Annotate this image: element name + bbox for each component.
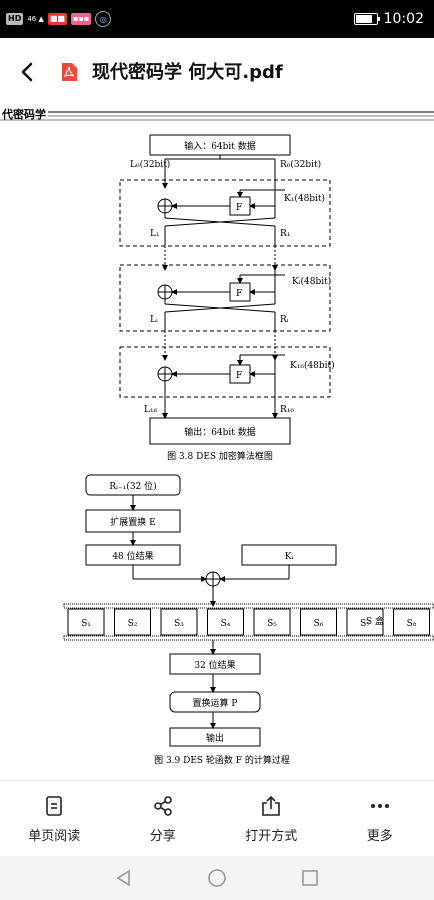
- output-box: [149, 417, 291, 445]
- expansion-label: 扩展置换 E: [110, 516, 155, 528]
- f-output-box: [169, 727, 261, 747]
- recents-square-icon[interactable]: [300, 868, 320, 888]
- fig38-caption: 图 3.8 DES 加密算法框图: [167, 450, 273, 462]
- r16-label: R₁₆: [280, 405, 294, 415]
- pdf-page-view[interactable]: 代密码学: [0, 104, 434, 780]
- hd-badge: HD: [6, 13, 24, 25]
- sbox-7-label: S₇: [360, 619, 370, 629]
- single-page-button[interactable]: 单页阅读: [0, 781, 109, 857]
- sbox-row: S₁ S₂ S₃ S₄ S₅ S₆ S₇ S₈: [63, 603, 434, 641]
- li-label: Lᵢ: [150, 315, 158, 325]
- open-with-label: 打开方式: [245, 829, 298, 844]
- sbox-7: [346, 608, 384, 636]
- running-header-text: 代密码学: [2, 108, 46, 121]
- l0-label: L₀(32bit): [130, 159, 170, 170]
- system-nav-bar: [0, 856, 434, 900]
- perm-box: [169, 691, 261, 713]
- share-icon: [153, 796, 172, 816]
- r0-label: R₀(32bit): [280, 159, 321, 170]
- battery-fill: [355, 15, 372, 23]
- sbox-input-bus: [63, 603, 434, 609]
- sbox-5-label: S₅: [267, 619, 277, 629]
- back-arrow-icon[interactable]: [16, 60, 40, 84]
- sbox-label: S 盒: [366, 615, 384, 627]
- sbox-5: [253, 608, 291, 636]
- r1-label: R₁: [280, 229, 290, 239]
- status-left: HD 46 ▲ ■■ ▪▪▪ ◎: [6, 11, 112, 27]
- single-page-label: 单页阅读: [28, 829, 81, 844]
- l16-label: L₁₆: [144, 405, 158, 415]
- k16-label: K₁₆(48bit): [290, 360, 335, 371]
- output-label: 输出：64bit 数据: [184, 426, 256, 438]
- sbox-output-bus: [63, 635, 434, 641]
- bits48-label: 48 位结果: [112, 550, 153, 562]
- bits32-box: [169, 653, 261, 675]
- back-triangle-icon[interactable]: [114, 868, 134, 888]
- fig39-caption: 图 3.9 DES 轮函数 F 的计算过程: [154, 754, 290, 766]
- ki-f-label: Kᵢ: [285, 552, 294, 562]
- bits32-label: 32 位结果: [194, 659, 235, 671]
- more-icon: [370, 804, 389, 808]
- battery-icon: [353, 13, 380, 25]
- status-bar: HD 46 ▲ ■■ ▪▪▪ ◎ 10:02: [0, 0, 434, 38]
- sbox-1: [67, 608, 105, 636]
- status-right: 10:02: [353, 11, 424, 27]
- sbox-6: [300, 608, 337, 636]
- sbox-3: [160, 608, 198, 636]
- open-with-button[interactable]: 打开方式: [217, 781, 326, 857]
- fi-label: F: [236, 289, 242, 299]
- input-label: 输入：64bit 数据: [184, 140, 256, 152]
- ki-label: Kᵢ(48bit): [292, 276, 331, 287]
- running-header: 代密码学: [0, 104, 434, 122]
- sbox-4: [207, 608, 244, 636]
- share-label: 分享: [149, 829, 176, 844]
- k1-label: K₁(48bit): [284, 193, 325, 204]
- ri-1-label: Rᵢ₋₁(32 位): [109, 480, 156, 492]
- sbox-2: [114, 608, 151, 636]
- app-notification-icon-2: ▪▪▪: [70, 13, 92, 25]
- sbox-2-label: S₂: [128, 619, 138, 629]
- browser-notification-icon: ◎: [95, 11, 112, 27]
- share-button[interactable]: 分享: [109, 781, 218, 857]
- des-figures: S₁ S₂ S₃ S₄ S₅ S₆ S₇ S₈ 输入：64bit 数据 L₀(32bit) R…: [63, 134, 434, 766]
- home-circle-icon[interactable]: [207, 868, 227, 888]
- l1-label: L₁: [150, 229, 160, 239]
- sbox-3-label: S₃: [174, 619, 184, 629]
- sbox-8-label: S₈: [407, 619, 417, 629]
- f1-label: F: [236, 203, 242, 213]
- perm-label: 置换运算 P: [193, 697, 238, 709]
- running-header-rule: [0, 111, 434, 121]
- sbox-6-label: S₆: [314, 619, 324, 629]
- pdf-file-icon: [62, 63, 77, 81]
- sbox-8: [393, 608, 430, 636]
- f-output-label: 输出: [206, 732, 224, 744]
- app-bar: 现代密码学 何大可.pdf: [0, 38, 434, 105]
- round-1-frame: [119, 179, 331, 247]
- round-16-frame: [119, 346, 331, 398]
- app-notification-icon: ■■: [47, 13, 67, 25]
- more-button[interactable]: 更多: [326, 781, 434, 857]
- bottom-toolbar: 单页阅读 分享 打开方式 更多: [0, 780, 434, 857]
- round-i-frame: [119, 264, 331, 332]
- signal-indicator: 46 ▲: [27, 15, 44, 23]
- document-title: 现代密码学 何大可.pdf: [92, 62, 283, 83]
- sbox-1-label: S₁: [81, 619, 91, 629]
- open-with-icon: [262, 795, 281, 816]
- status-time: 10:02: [383, 11, 424, 27]
- sbox-4-label: S₄: [221, 619, 231, 629]
- more-label: 更多: [366, 829, 393, 844]
- single-page-icon: [46, 796, 63, 816]
- f16-label: F: [236, 371, 242, 381]
- ri-label: Rᵢ: [280, 315, 289, 325]
